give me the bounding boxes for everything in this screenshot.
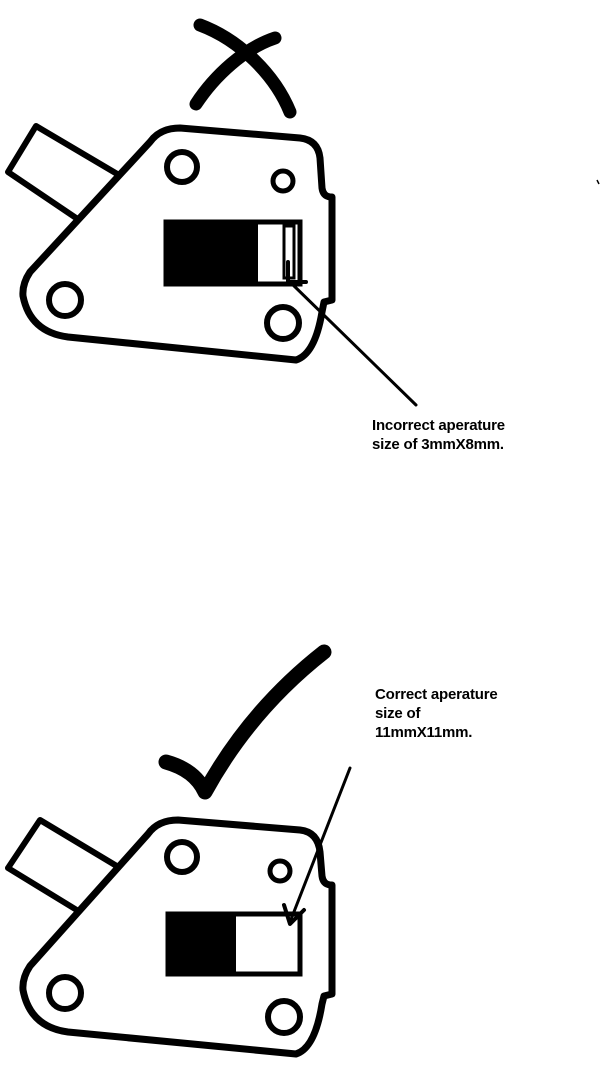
correct-label-line2: size of (375, 705, 421, 722)
cross-mark-icon (189, 18, 297, 119)
mounting-hole (164, 839, 200, 875)
incorrect-plate (5, 123, 336, 364)
correct-plate (5, 816, 336, 1058)
incorrect-label-line2: size of 3mmX8mm. (372, 436, 504, 453)
stray-mark (596, 179, 600, 185)
mounting-hole (265, 998, 303, 1036)
incorrect-label-line1: Incorrect aperature (372, 417, 505, 434)
correct-aperture (240, 917, 297, 971)
check-mark-icon (158, 644, 332, 800)
mounting-hole (46, 281, 84, 319)
mounting-hole (46, 974, 84, 1012)
mounting-hole (267, 858, 293, 884)
incorrect-aperture-label: Incorrect aperature size of 3mmX8mm. (372, 416, 505, 454)
mounting-hole (264, 304, 302, 342)
mounting-hole (270, 168, 296, 194)
mounting-hole (164, 149, 200, 185)
correct-label-line3: 11mmX11mm. (375, 724, 473, 741)
incorrect-leader-arrow (286, 260, 418, 407)
correct-aperture-label: Correct aperature size of 11mmX11mm. (375, 685, 498, 742)
correct-leader-arrow (282, 766, 352, 926)
correct-label-line1: Correct aperature (375, 686, 498, 703)
